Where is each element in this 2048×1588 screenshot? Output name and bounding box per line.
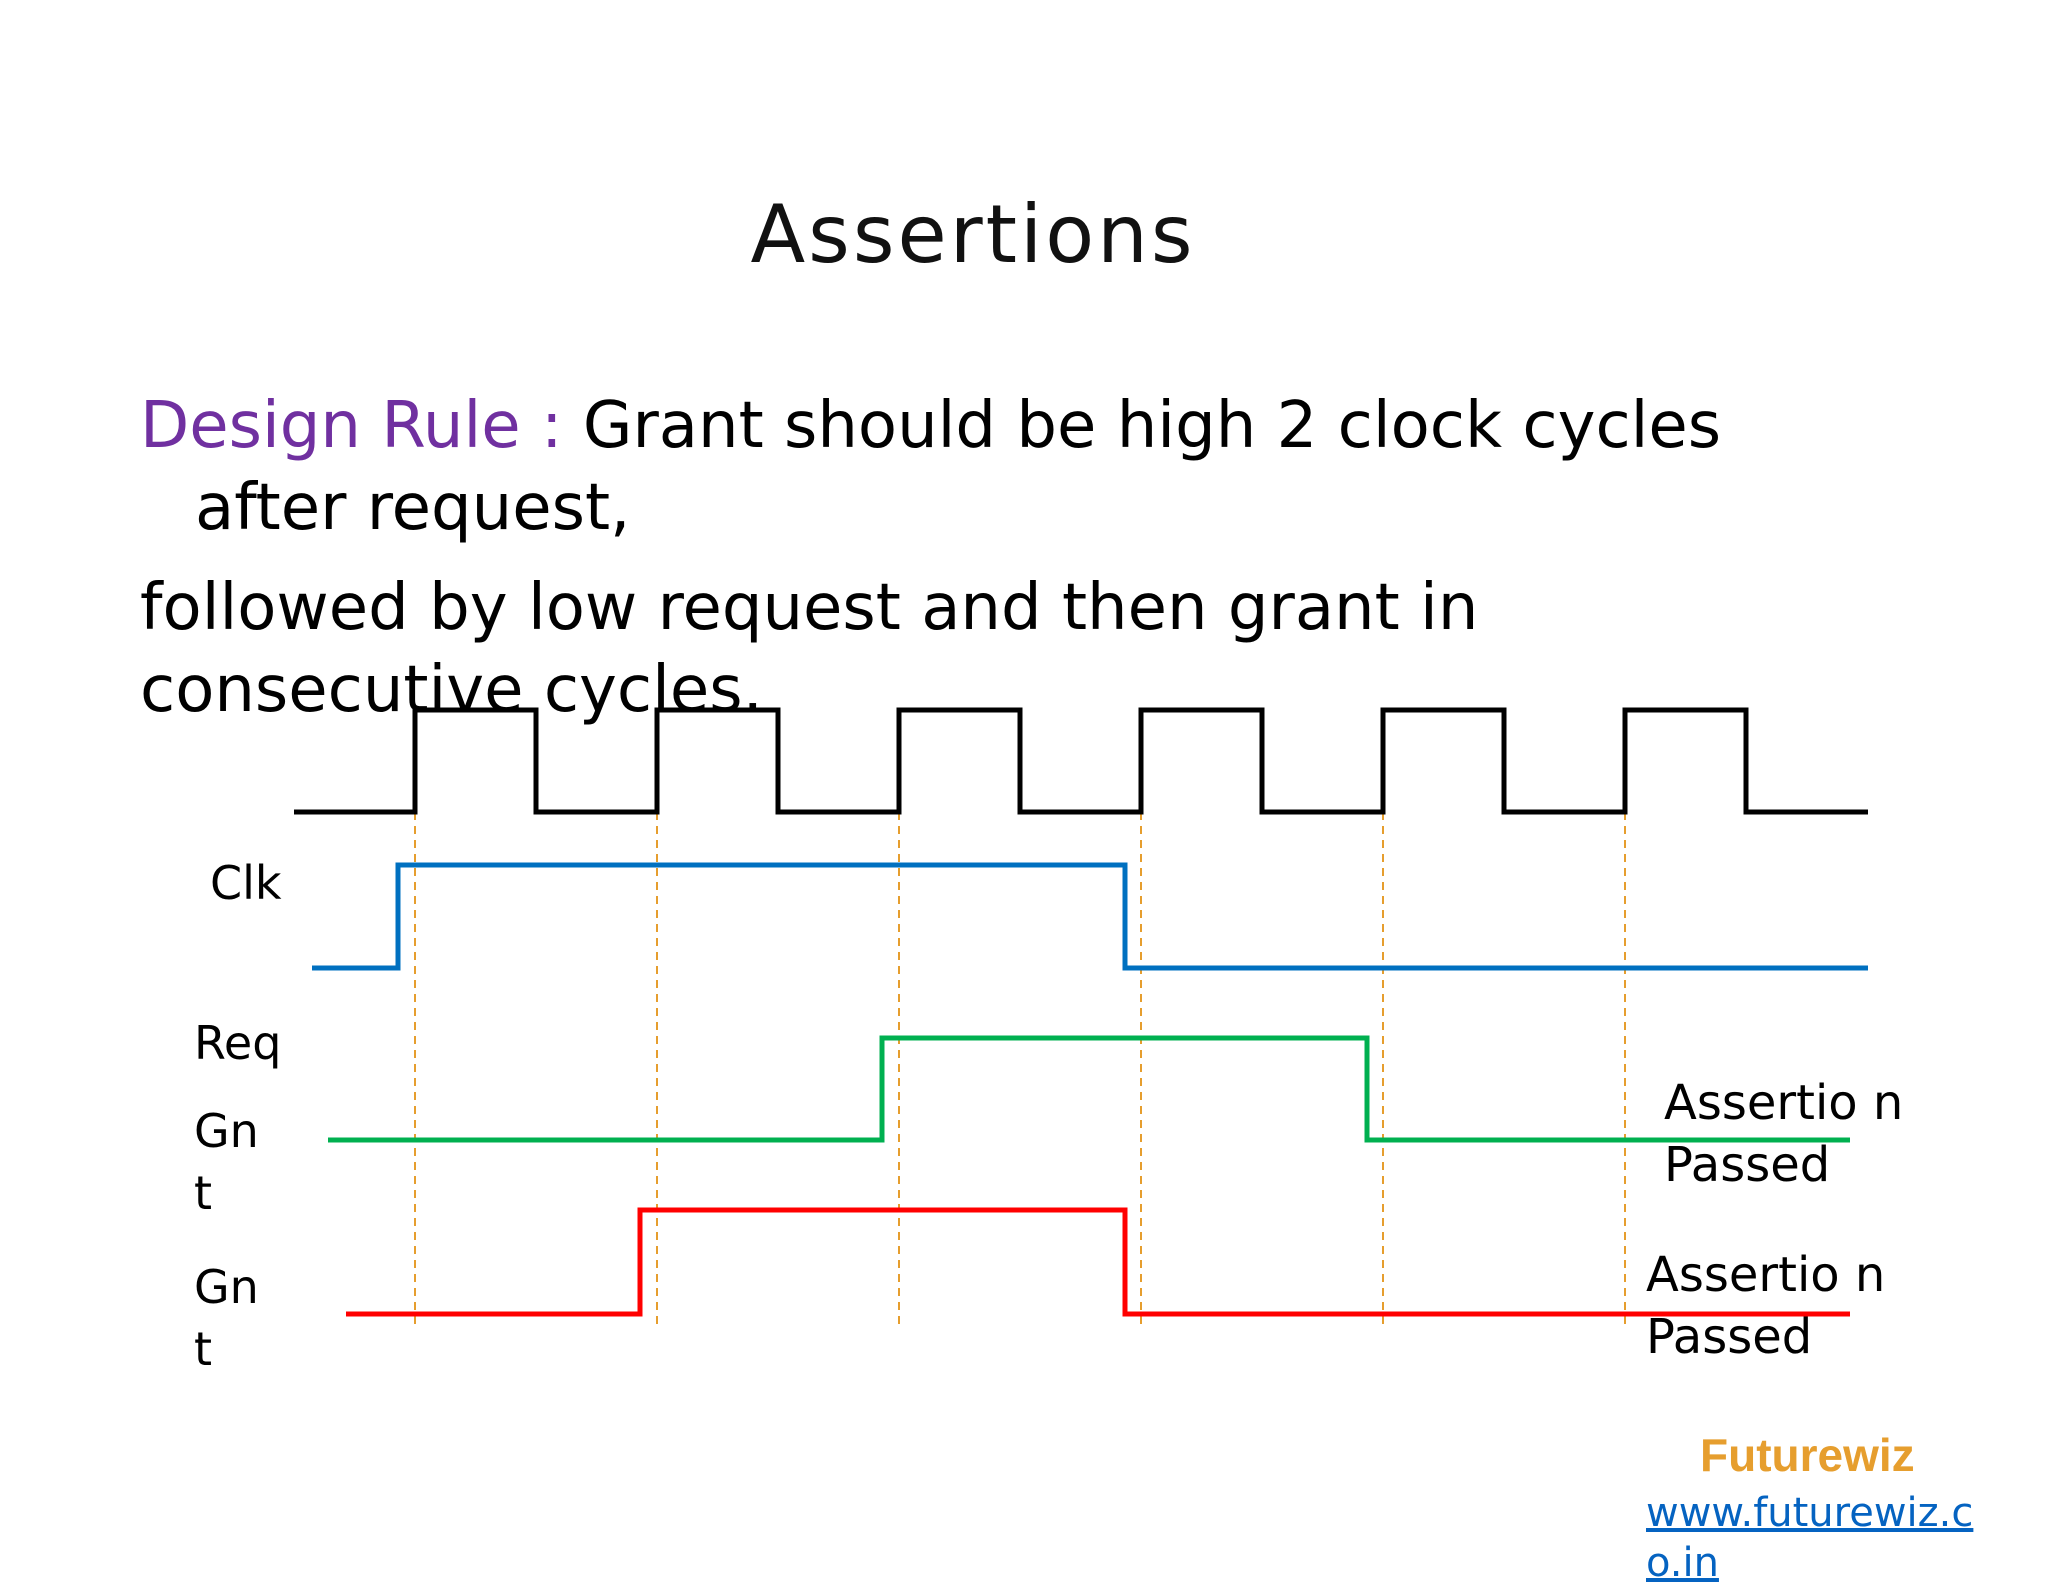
assertion-status-2: Assertio n Passed [1646,1247,1886,1365]
brand-website-link[interactable]: www.futurewiz.co.in [1646,1490,1974,1586]
timing-diagram [294,707,1868,1330]
rule-text-part-1: Grant should be high 2 clock cycles afte… [195,389,1722,545]
design-rule-label: Design Rule : [140,389,583,463]
clk-signal-waveform [312,862,1868,971]
assertion-status-1: Assertio n Passed [1664,1075,1904,1193]
design-rule-text: Design Rule : Grant should be high 2 clo… [140,385,1740,731]
brand-logo-text: Futurewiz [1700,1429,1915,1481]
rule-line-1: Design Rule : Grant should be high 2 clo… [140,385,1740,549]
cycle-markers [414,812,1626,1330]
clock-waveform [294,707,1868,815]
req-signal-waveform [328,1035,1850,1143]
signal-label-req: Req [194,1016,282,1070]
signal-label-gnt-1: Gn t [194,1104,259,1220]
slide-title: Assertions [750,188,1196,281]
signal-label-gnt-2: Gn t [194,1260,259,1376]
rule-text-part-2: followed by low request and then grant i… [140,571,1479,727]
signal-label-clk: Clk [210,856,282,910]
gnt-signal-waveform [346,1207,1850,1317]
